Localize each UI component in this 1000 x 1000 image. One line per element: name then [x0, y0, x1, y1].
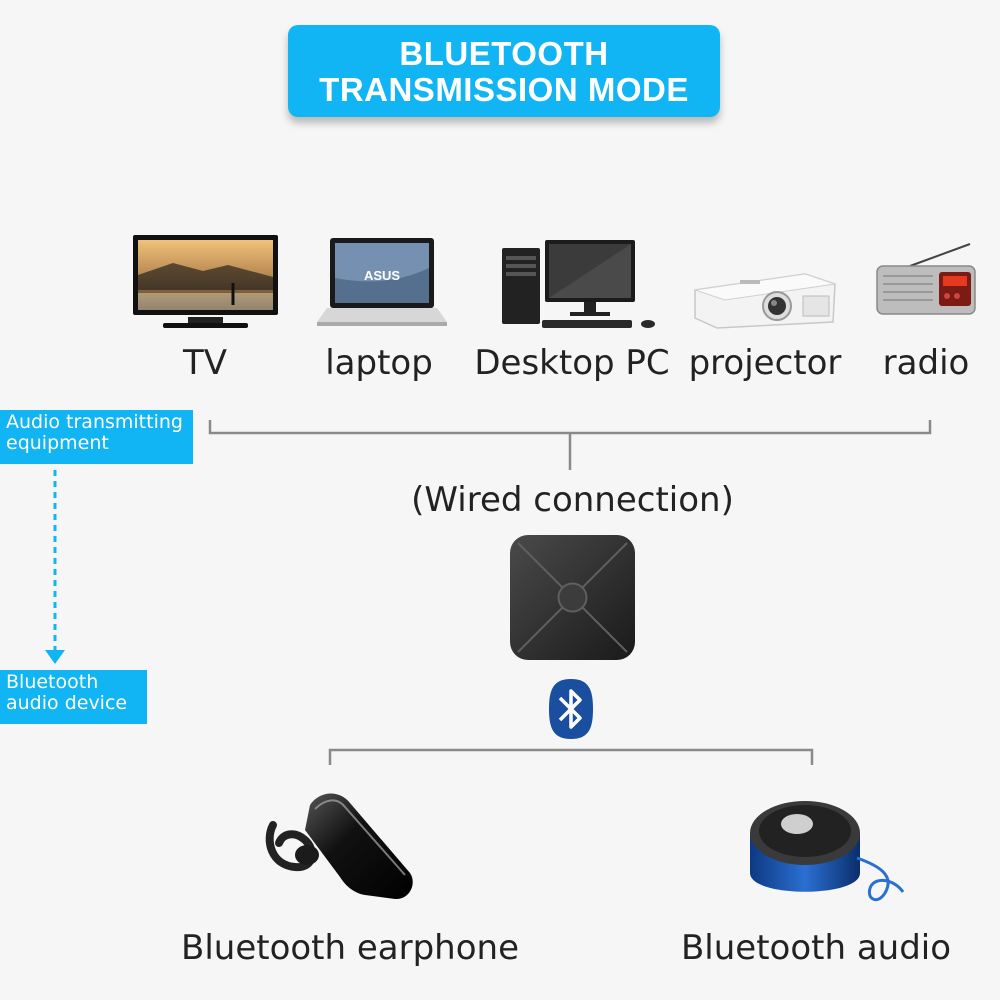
bluetooth-adapter-icon: [510, 535, 635, 660]
earphone-icon: [265, 793, 413, 900]
tag-receiving: Bluetooth audio device: [0, 670, 147, 724]
device-label-projector: projector: [688, 343, 842, 383]
wired-connection-label: (Wired connection): [411, 480, 734, 520]
device-label-desktop-pc: Desktop PC: [474, 343, 670, 383]
title-banner: BLUETOOTH TRANSMISSION MODE: [288, 25, 720, 117]
receiver-label-earphone: Bluetooth earphone: [181, 928, 519, 968]
receiver-label-audio: Bluetooth audio: [680, 928, 952, 968]
speaker-icon: [750, 801, 905, 902]
bluetooth-icon: [549, 679, 593, 739]
device-label-radio: radio: [882, 343, 970, 383]
laptop-brand-text: ASUS: [364, 268, 400, 283]
tag-transmitting: Audio transmitting equipment: [0, 410, 193, 464]
projector-icon: [694, 273, 836, 329]
desktop-pc-icon: [502, 240, 655, 328]
tv-icon: [133, 235, 278, 328]
device-label-tv: TV: [182, 343, 228, 383]
title-line-2: TRANSMISSION MODE: [319, 71, 689, 108]
laptop-icon: ASUS: [317, 238, 447, 326]
device-label-laptop: laptop: [325, 343, 433, 383]
title-line-1: BLUETOOTH: [399, 35, 609, 72]
radio-icon: [876, 243, 976, 315]
